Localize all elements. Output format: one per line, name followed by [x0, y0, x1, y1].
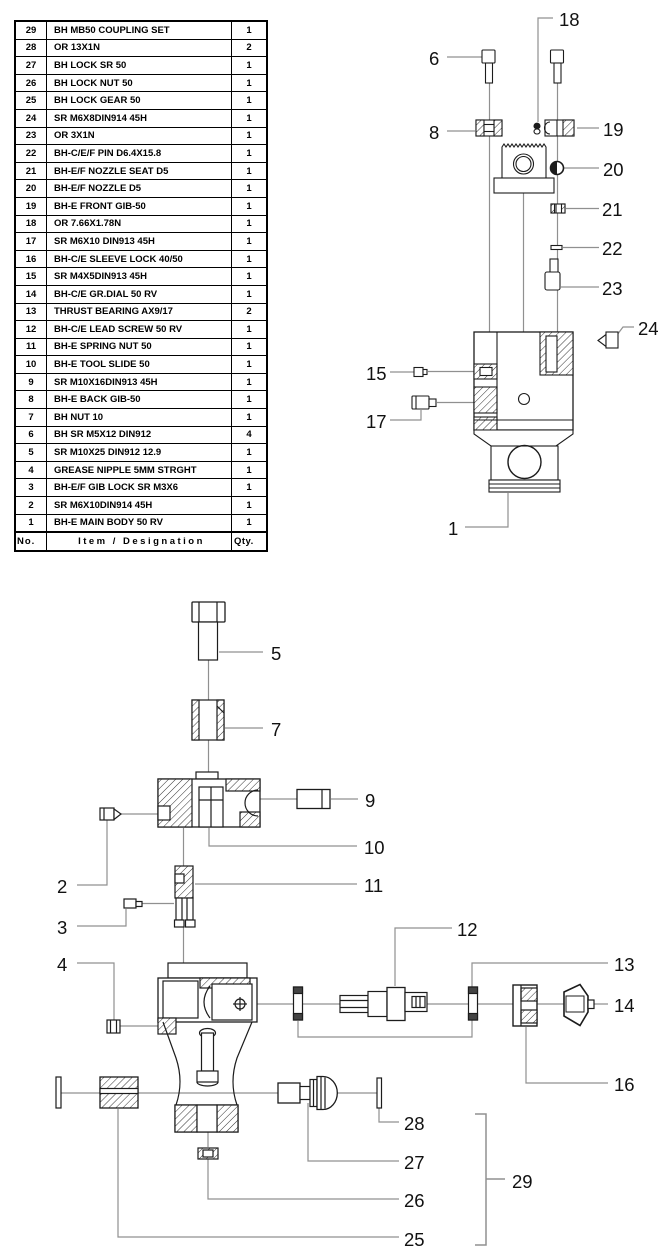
part-5-socket-screw [191, 601, 226, 661]
cell-qty: 1 [231, 478, 268, 498]
callout-4: 4 [57, 954, 67, 975]
upper-callout-labels: 18 6 8 19 20 21 22 23 24 15 17 1 [366, 9, 659, 539]
part-1-main-body-upper-view [473, 331, 574, 493]
part-24-set-screw [597, 331, 619, 349]
lower-assembly-diagram: 5 7 9 10 2 11 3 4 12 13 14 16 28 27 26 25 29 [55, 601, 635, 1250]
callout-11: 11 [364, 875, 383, 896]
part-2-set-screw [99, 807, 123, 821]
callout-9: 9 [365, 790, 375, 811]
lower-callout-labels: 5 7 9 10 2 11 3 4 12 13 14 16 28 27 26 25 29 [57, 643, 635, 1250]
callout-15: 15 [366, 363, 387, 384]
lower-leader-lines [60, 651, 608, 1246]
part-9-screw-plug [296, 788, 331, 810]
parts-table-header-row: No. Item / Designation Qty. [14, 531, 268, 552]
callout-17: 17 [366, 411, 387, 432]
callout-6: 6 [429, 48, 439, 69]
callout-10: 10 [364, 837, 385, 858]
part-14-graduated-dial [563, 983, 595, 1027]
callout-23: 23 [602, 278, 623, 299]
callout-28: 28 [404, 1113, 425, 1134]
part-28-o-ring-disc-left [55, 1076, 62, 1109]
part-17-set-screw [411, 395, 437, 410]
part-4-grease-nipple [106, 1019, 121, 1034]
part-28-o-ring-disc-right [376, 1077, 383, 1109]
col-header-item: Item / Designation [46, 531, 232, 552]
callout-22: 22 [602, 238, 623, 259]
cell-item: BH MB50 COUPLING SET [46, 20, 232, 40]
part-18-o-ring [533, 122, 541, 135]
callout-29: 29 [512, 1171, 533, 1192]
callout-18: 18 [559, 9, 580, 30]
callout-16: 16 [614, 1074, 635, 1095]
part-16-sleeve-lock [512, 984, 538, 1027]
part-12-lead-screw [339, 986, 428, 1022]
callout-8: 8 [429, 122, 439, 143]
callout-1: 1 [448, 518, 458, 539]
part-13-thrust-bearing-right [467, 986, 479, 1021]
part-10-tool-slide-section [157, 771, 261, 828]
cell-item: BH NUT 10 [46, 408, 232, 427]
upper-assembly-diagram: 18 6 8 19 20 21 22 23 24 15 17 1 [366, 9, 659, 539]
callout-5: 5 [271, 643, 281, 664]
part-8-back-gib [475, 119, 503, 137]
cell-qty: 1 [231, 232, 268, 251]
part-6-socket-screw-right [549, 49, 565, 84]
part-1-main-body-lower-view [157, 962, 258, 1133]
part-27-lock-nut [277, 1075, 338, 1111]
col-header-no: No. [14, 531, 47, 552]
part-22-pin-small [550, 244, 563, 251]
upper-leader-lines [390, 17, 634, 528]
callout-26: 26 [404, 1190, 425, 1211]
callout-24: 24 [638, 318, 659, 339]
part-20-nozzle [549, 160, 565, 176]
callout-14: 14 [614, 995, 635, 1016]
callout-21: 21 [602, 199, 623, 220]
cell-qty: 1 [231, 20, 268, 40]
callout-19: 19 [603, 119, 624, 140]
part-25-lock-gear [99, 1076, 139, 1109]
callout-27: 27 [404, 1152, 425, 1173]
part-26-lock-gear-screw [197, 1147, 219, 1160]
callout-13: 13 [614, 954, 635, 975]
part-19-front-gib [543, 119, 575, 137]
callout-12: 12 [457, 919, 478, 940]
callout-3: 3 [57, 917, 67, 938]
part-23-pin [544, 258, 561, 291]
callout-7: 7 [271, 719, 281, 740]
part-3-gib-lock-screw [123, 898, 143, 909]
part-15-set-screw [413, 366, 428, 378]
part-7-nut-sleeve [191, 699, 225, 741]
part-11-spring-nut [173, 865, 196, 928]
callout-20: 20 [603, 159, 624, 180]
part-21-nozzle-seat [550, 203, 566, 214]
callout-2: 2 [57, 876, 67, 897]
col-header-qty: Qty. [231, 531, 268, 552]
callout-25: 25 [404, 1229, 425, 1250]
part-13-thrust-bearing-left [292, 986, 304, 1021]
part-6-socket-screw-left [481, 49, 496, 84]
part-10-tool-slide-top [493, 143, 555, 194]
